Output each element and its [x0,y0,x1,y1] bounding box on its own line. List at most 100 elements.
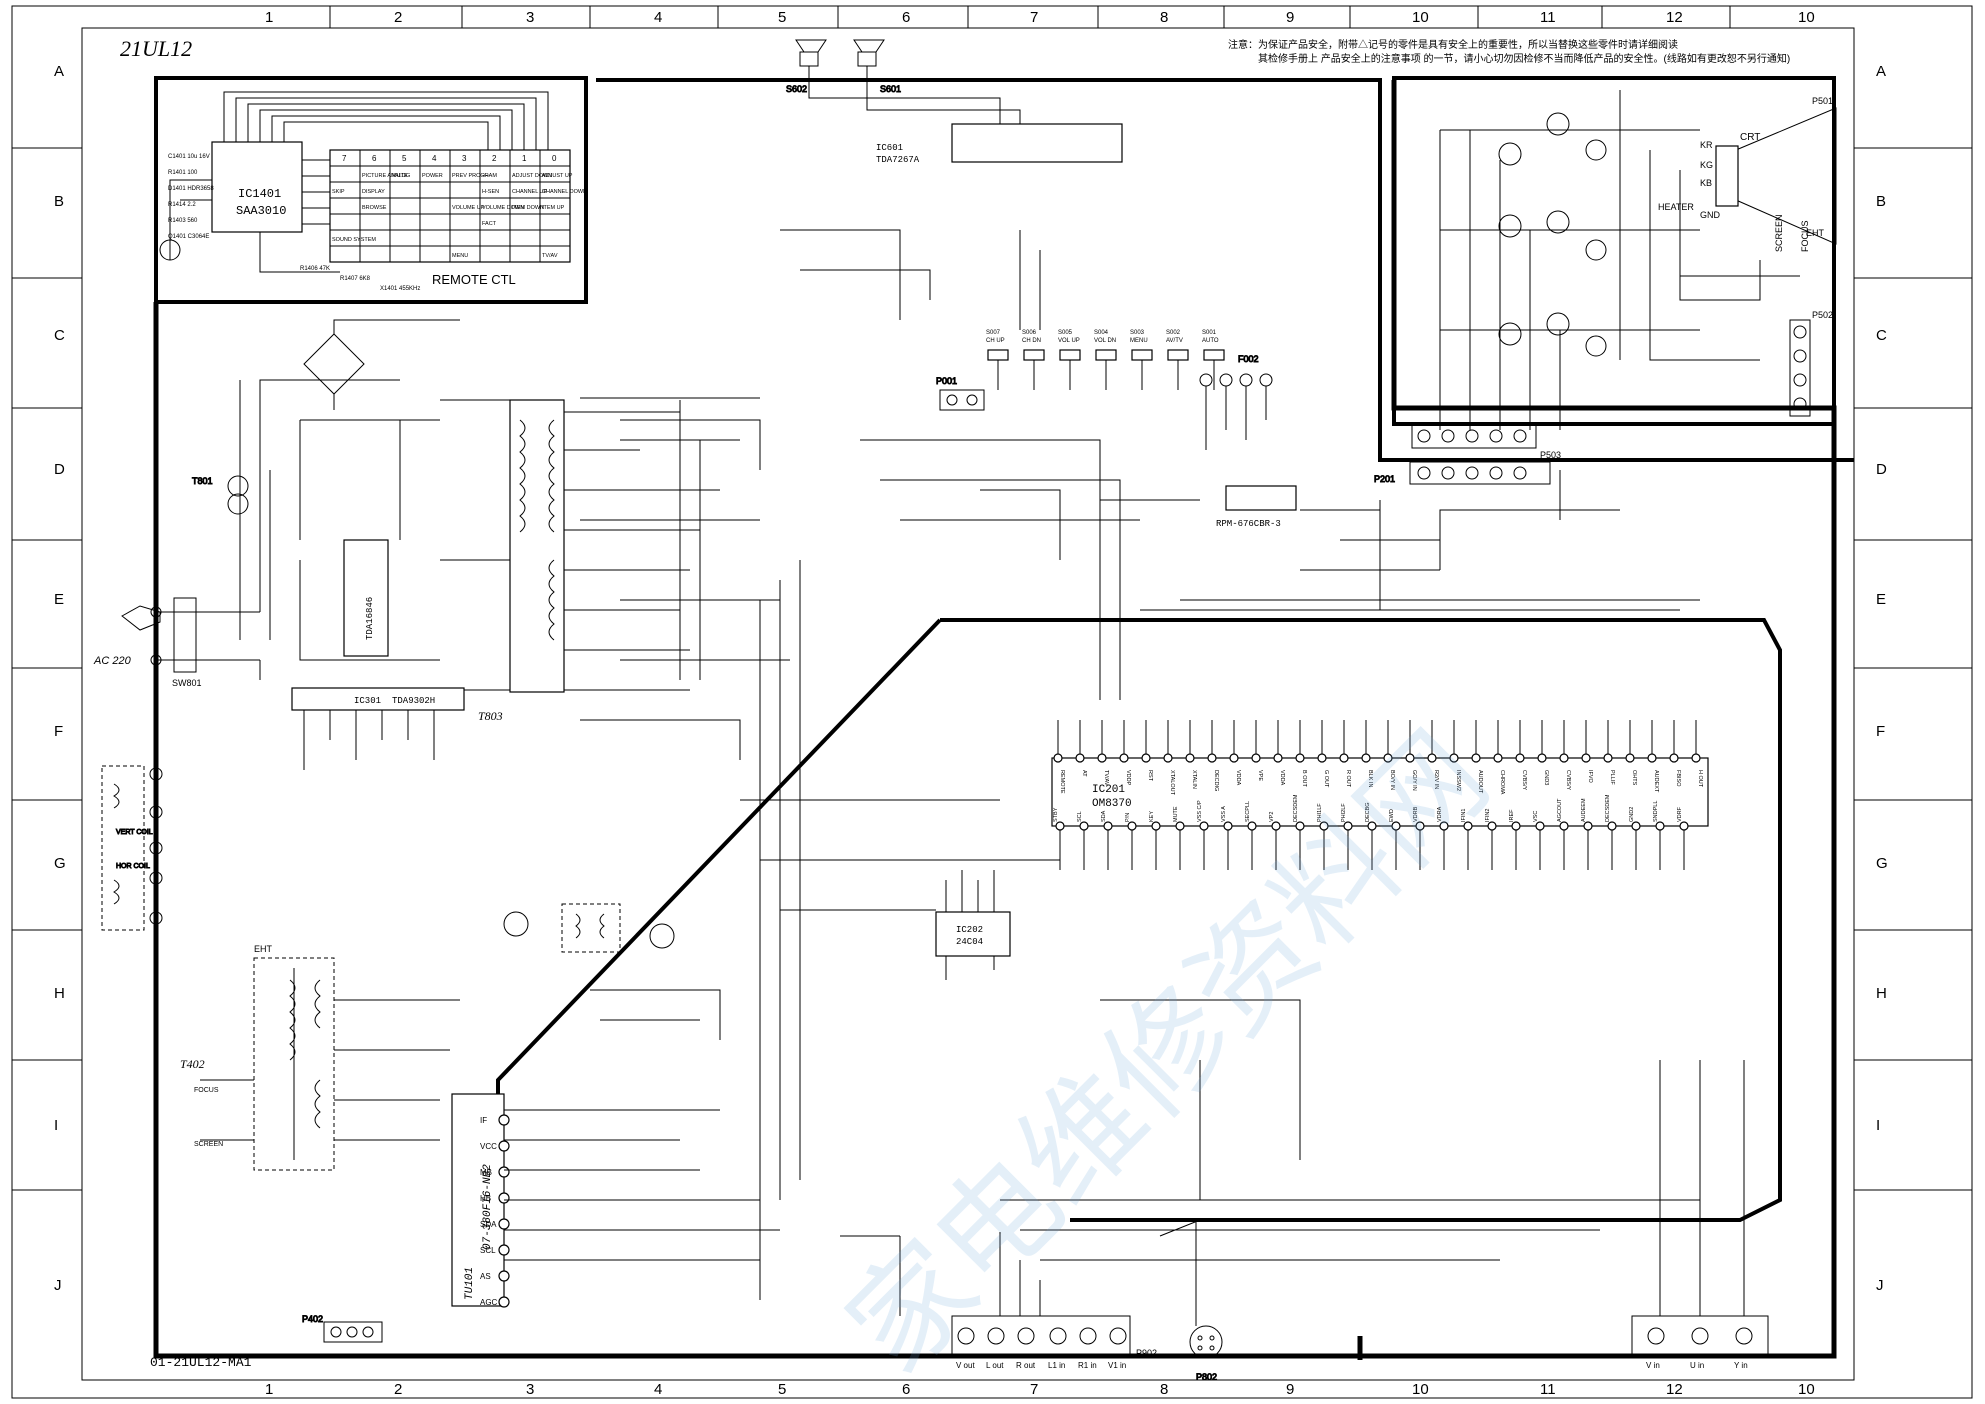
ic201-part: OM8370 [1092,798,1132,810]
tuner-tu101: TU101 07-380FI6-NB2 [451,1093,505,1307]
key-matrix-cell: FACT [482,221,497,227]
om-top-pin-label: OHTS [1631,770,1637,786]
om-bottom-pin-label: IFIN2 [1485,809,1491,822]
ic601: IC601 TDA7267A [876,123,1123,165]
ic601-ref: IC601 [876,143,903,153]
row-label: A [54,63,64,80]
remote-part-label: R1414 2.2 [168,202,196,208]
om-top-pin [1515,753,1525,763]
om-bottom-pin-label: SCL [1077,811,1083,822]
grid-ticks [12,6,1972,1191]
om-top-pin-label: XTALIN [1191,770,1197,789]
row-label: J [1876,1277,1884,1294]
crt-screen: SCREEN [1774,214,1784,252]
crt-kg: KG [1700,160,1713,170]
vert-coil-label: VERT COIL [116,829,153,836]
om-bottom-pin [1631,821,1641,831]
tuner-pin-label: MB [480,1168,492,1177]
key-switch-ref: S007 [986,330,1001,336]
remote-part-label: X1401 455KHz [380,286,420,292]
svideo-p902: P802 [1189,1325,1223,1383]
tuner-pin [498,1244,510,1256]
key-matrix-header: 0 [552,154,557,163]
row-label: J [54,1277,62,1294]
column-label: 5 [778,9,786,26]
p402-ref: P402 [302,1314,323,1324]
key-matrix-cell: ADJUST DOWN [512,173,552,179]
om-bottom-pin-label: AGCOUT [1557,798,1563,822]
row-label: F [1876,723,1885,740]
om-top-pin-label: RST [1147,770,1153,782]
key-matrix-cell: VOLUME DOWN [482,205,524,211]
flyback-t402 [200,957,460,1171]
column-label: 3 [526,1381,534,1398]
p901-ref: P902 [1136,1348,1157,1358]
om-top-pin-label: GND3 [1543,770,1549,785]
om-bottom-pin-label: KEY [1149,811,1155,822]
om-top-pin [1493,753,1503,763]
av-out-label: L out [986,1361,1004,1370]
tuner-pin-label: IF [480,1116,487,1125]
switch-sw801: SW801 [172,678,202,688]
key-switch-label: VOL DN [1094,338,1116,344]
tuner-pin-label: HB [480,1194,491,1203]
column-label: 2 [394,9,402,26]
column-label: 7 [1030,9,1038,26]
om-bottom-pin-label: VP2 [1269,812,1275,822]
key-matrix-cell: SKIP [332,189,345,195]
om-bottom-pin-label: GND2 [1629,807,1635,822]
transformer-t803: T803 [478,399,565,723]
ir-receiver: RPM-676CBR-3 [1216,485,1297,529]
om-top-pin-label: CHROMA [1499,770,1505,795]
row-label: C [1876,327,1887,344]
av-output-jacks [951,1315,1131,1357]
om-bottom-pin [1127,821,1137,831]
om-bottom-pin-label: DECSDEM [1293,794,1299,822]
crt-heater: HEATER [1658,202,1694,212]
crt-p502: P502 [1812,310,1833,320]
om-bottom-pin-label: VSC [1533,811,1539,822]
om-bottom-pin [1535,821,1545,831]
om-top-pin-label: AUDOUT [1477,770,1483,794]
key-switch [1095,349,1117,361]
om-bottom-pin-label: PHI2LF [1341,803,1347,822]
om-bottom-pin [1247,821,1257,831]
tuner-pin-label: AS [480,1272,491,1281]
column-label: 11 [1540,1381,1556,1398]
key-matrix-cell: PICTURE ANALOG [362,173,410,179]
om-bottom-pin-label: VDRA [1437,806,1443,822]
om-top-pin [1647,753,1657,763]
remote-part-label: Q1401 C3064E [168,234,209,240]
signal-wiring [504,229,1745,1326]
om-top-pin [1119,753,1129,763]
column-label: 12 [1666,9,1683,26]
om-bottom-pin [1151,821,1161,831]
deflection-coils: VERT COIL HOR COIL [101,765,163,931]
ic301-ref: IC301 [354,696,381,706]
om-top-pin-label: B OUT [1301,770,1307,787]
row-label: C [54,327,65,344]
av-out-label: L1 in [1048,1361,1065,1370]
key-matrix-cell: PREV PROGRAM [452,173,497,179]
row-label: H [1876,985,1887,1002]
chassis-ground-bus [153,80,1837,1360]
ic301-part: TDA9302H [392,696,435,706]
remote-part-label: R1401 100 [168,170,198,176]
model-title: 21UL12 [120,36,192,61]
key-matrix-cell: H-SEN [482,189,499,195]
key-switch-ref: S006 [1022,330,1037,336]
av-out-label: R out [1016,1361,1036,1370]
key-switch [987,349,1009,361]
key-matrix-header: 5 [402,154,407,163]
key-matrix-header: 6 [372,154,377,163]
remote-ic-part: SAA3010 [236,204,286,218]
om-bottom-pin [1223,821,1233,831]
om-top-pin [1669,753,1679,763]
tuner-pin [498,1192,510,1204]
om-bottom-pin [1271,821,1281,831]
key-switch-label: VOL UP [1058,338,1080,344]
